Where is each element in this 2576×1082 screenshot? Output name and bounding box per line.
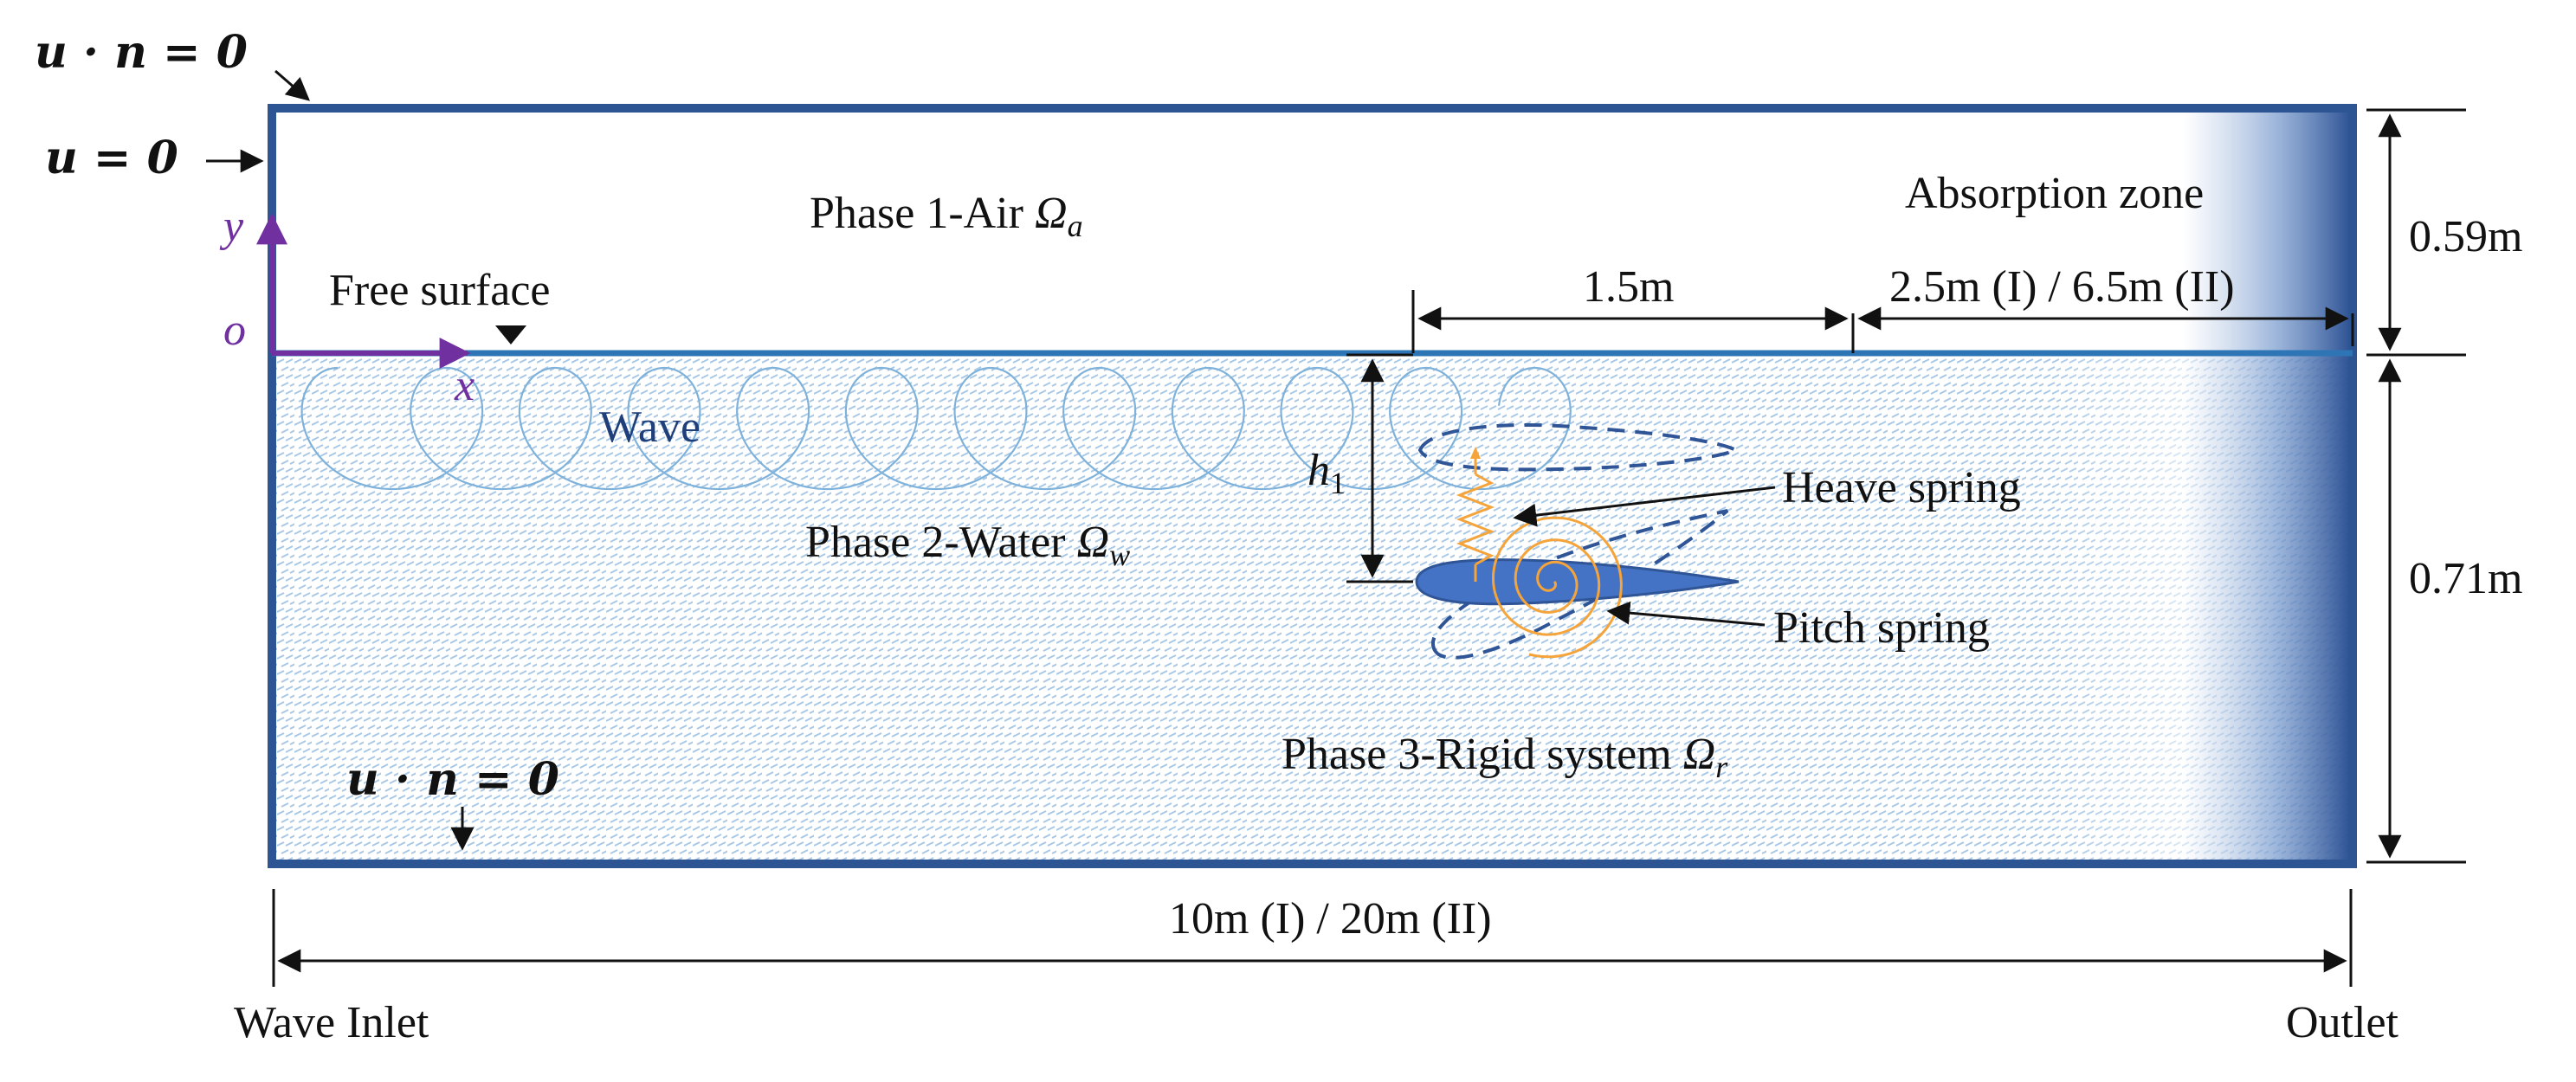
hydrofoil-outline-pitch [1431,509,1729,660]
dimension-absorption: 2.5m (I) / 6.5m (II) [1857,262,2354,346]
dim-absorption-label: 2.5m (I) / 6.5m (II) [1889,262,2235,312]
heave-spring-label: Heave spring [1782,463,2021,512]
bc-top-left-arrow [274,69,311,101]
y-axis-label: y [219,202,244,251]
heave-spring-arrowhead [1470,447,1481,459]
dim-air-height-label: 0.59m [2409,212,2522,261]
dimension-1-5m: 1.5m [1411,262,1855,353]
dim-1-5m-label: 1.5m [1583,262,1674,312]
phase-air-label: Phase 1-Air Ωa [810,189,1083,243]
outlet-label: Outlet [2286,998,2399,1047]
dim-length-label: 10m (I) / 20m (II) [1169,894,1492,944]
absorption-zone-label: Absorption zone [1905,169,2204,218]
free-surface-label: Free surface [329,266,551,315]
coordinate-axes: y o x [219,202,475,410]
heave-spring-icon [1456,447,1495,582]
bc-bottom-label: 𝒖 · 𝒏 = 0 [346,753,559,806]
wave-inlet-label: Wave Inlet [234,998,429,1047]
pitch-spring-icon [1491,516,1623,659]
origin-label: o [223,306,246,355]
free-surface-marker-icon [495,325,526,345]
bc-inlet-label: 𝒖 = 0 [45,132,178,184]
x-axis-label: x [454,361,475,410]
heave-spring-coil [1456,473,1495,566]
wave-spiral-icon [300,366,1572,491]
dim-water-height-label: 0.71m [2409,554,2522,603]
dim-h1-label: h1 [1307,446,1346,500]
dimension-h1: h1 [1307,353,1413,583]
hydrofoil-outline-heave [1417,422,1740,472]
dimension-air-height: 0.59m [2366,108,2522,357]
dimension-water-height: 0.71m [2366,358,2522,864]
water-region [272,355,2353,864]
dimension-length: 10m (I) / 20m (II) [272,889,2353,987]
absorption-zone [2043,108,2353,864]
phase-rigid-label: Phase 3-Rigid system Ωr [1282,730,1728,784]
wave-label: Wave [599,403,700,452]
heave-spring-leader [1513,486,1776,527]
pitch-spring-leader [1606,601,1766,627]
phase-water-label: Phase 2-Water Ωw [805,518,1130,572]
tank-boundary [268,104,2357,868]
pitch-spring-label: Pitch spring [1773,603,1990,653]
bc-top-left-label: 𝒖 · 𝒏 = 0 [35,26,248,79]
